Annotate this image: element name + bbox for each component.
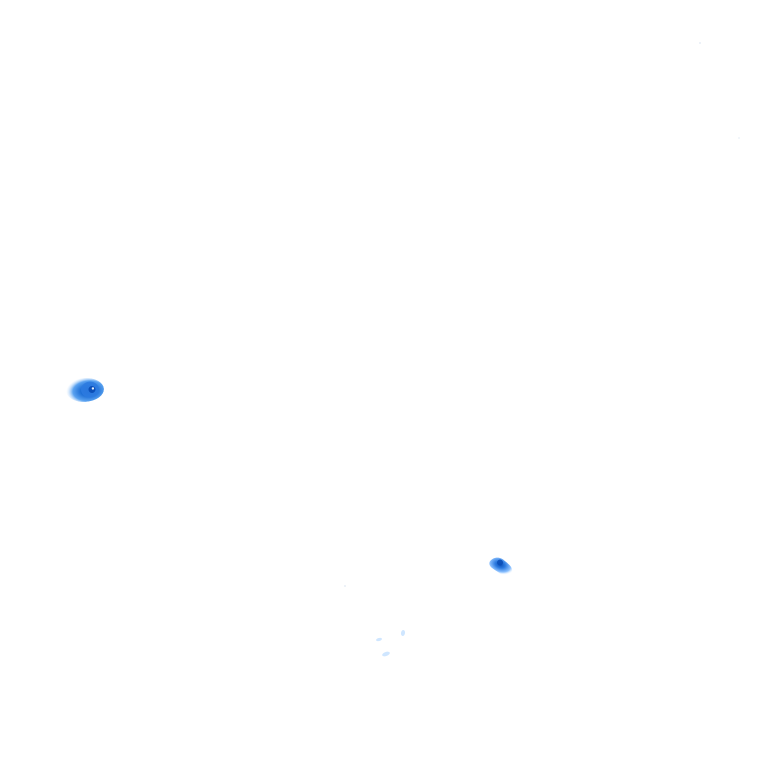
speck: [400, 629, 406, 637]
speck: [344, 585, 346, 587]
speck: [738, 137, 740, 139]
blob-left: [66, 377, 104, 403]
speck: [375, 637, 383, 642]
blob-right: [489, 557, 513, 576]
speck: [381, 650, 391, 658]
speck: [699, 42, 701, 44]
